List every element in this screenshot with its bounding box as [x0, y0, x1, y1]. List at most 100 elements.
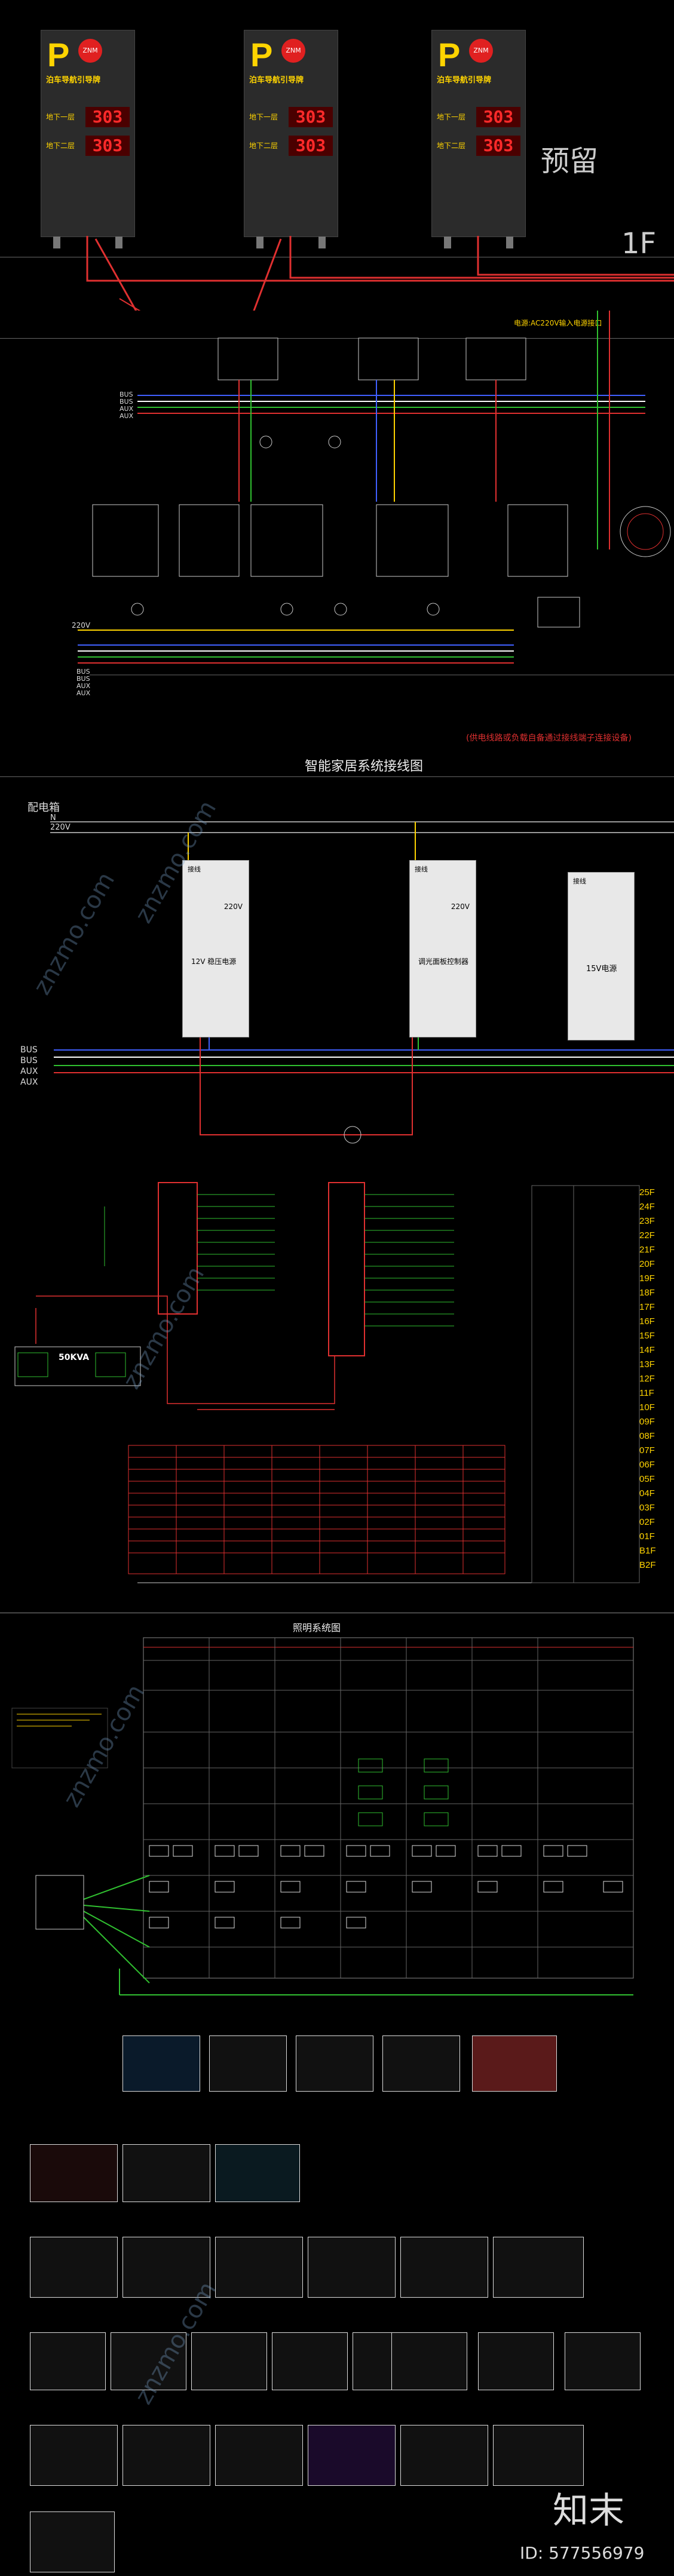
sign-row-value: 303	[85, 107, 130, 127]
section-frame	[0, 338, 674, 775]
sign-row: 地下二层 303	[249, 136, 333, 156]
floor-label: 02F	[639, 1517, 655, 1527]
floor-label: 25F	[639, 1187, 655, 1198]
lighting-diagram	[11, 1637, 634, 1995]
reserved-label: 预留	[541, 145, 599, 178]
drawing-thumbnail[interactable]	[122, 2237, 210, 2298]
drawing-thumbnail[interactable]	[565, 2332, 641, 2390]
brand-logo-icon: ZNM	[469, 39, 493, 63]
drawing-thumbnail[interactable]	[400, 2237, 488, 2298]
drawing-thumbnail[interactable]	[30, 2237, 118, 2298]
brand-logo-icon: ZNM	[78, 39, 102, 63]
parking-letter: P	[250, 36, 273, 73]
floor-label: 08F	[639, 1431, 655, 1441]
module-header: 接线	[573, 877, 586, 885]
floor-label: 18F	[639, 1288, 655, 1298]
drawing-thumbnail[interactable]	[30, 2425, 118, 2486]
parking-sign-2: P ZNM 泊车导航引导牌 地下一层 303 地下二层 303	[244, 30, 338, 248]
neutral-label: N	[50, 813, 56, 822]
sign-row: 地下一层 303	[249, 107, 333, 127]
aux-label: AUX	[120, 412, 134, 420]
drawing-thumbnail[interactable]	[493, 2425, 584, 2486]
floor-label: 11F	[639, 1388, 654, 1398]
floor-label: 21F	[639, 1245, 655, 1255]
drawing-thumbnail[interactable]	[382, 2035, 460, 2092]
drawing-thumbnail[interactable]	[215, 2425, 303, 2486]
drawing-thumbnail[interactable]	[215, 2237, 303, 2298]
sign-row: 地下二层 303	[437, 136, 520, 156]
aux-label: AUX	[76, 689, 91, 697]
riser-section: 50KVA 25F 24F 23F 22F 21F 20F 19F 18F 17…	[0, 1171, 674, 1613]
dimming-controller-module: 接线 220V 调光面板控制器	[409, 860, 476, 1037]
floor-label: 05F	[639, 1474, 655, 1484]
smart-home-title: 智能家居系统接线图	[305, 759, 424, 774]
floor-label: 06F	[639, 1460, 655, 1470]
sign-row: 地下一层 303	[437, 107, 520, 127]
drawing-thumbnail[interactable]	[472, 2035, 557, 2092]
red-note: (供电线路或负载自备通过接线端子连接设备)	[466, 733, 632, 743]
floor-label: 24F	[639, 1202, 655, 1212]
distribution-section: 配电箱 N 220V 接线 220V 12V 稳压电源 接线 220V 调光面板…	[0, 776, 674, 1171]
drawing-thumbnail[interactable]	[30, 2332, 106, 2390]
drawing-thumbnail[interactable]	[122, 2144, 210, 2202]
drawing-thumbnail[interactable]	[400, 2425, 488, 2486]
smart-home-section: 电源:AC220V输入电源接口	[0, 311, 674, 776]
drawing-thumbnail[interactable]	[30, 2511, 115, 2572]
floor-label: 04F	[639, 1488, 655, 1499]
module-voltage: 220V	[223, 902, 243, 911]
brand-logo-icon: ZNM	[281, 39, 305, 63]
drawing-thumbnail[interactable]	[30, 2144, 118, 2202]
floor-label: 14F	[639, 1345, 655, 1355]
parking-sign-section: P ZNM 泊车导航引导牌 地下一层 303 地下二层 303 P ZNM 泊车…	[0, 0, 674, 311]
module-name: 15V电源	[586, 965, 617, 974]
floor-label: 07F	[639, 1445, 655, 1456]
floor-label: 1F	[621, 227, 657, 260]
sign-row-value: 303	[289, 107, 333, 127]
drawing-thumbnail[interactable]	[296, 2035, 373, 2092]
transformer-label: 50KVA	[59, 1353, 90, 1362]
floor-label: 01F	[639, 1531, 655, 1542]
drawing-thumbnail[interactable]	[209, 2035, 287, 2092]
drawing-thumbnail[interactable]	[122, 2425, 210, 2486]
floor-label: 17F	[639, 1302, 655, 1312]
sign-row-label: 地下二层	[249, 142, 278, 150]
drawing-thumbnail[interactable]	[272, 2332, 348, 2390]
sign-title: 泊车导航引导牌	[46, 76, 101, 85]
drawing-thumbnail[interactable]	[191, 2332, 267, 2390]
sign-cabling	[86, 236, 674, 311]
sign-row-label: 地下二层	[437, 142, 466, 150]
power-supply-module: 接线 220V 12V 稳压电源	[182, 860, 249, 1037]
drawing-thumbnail[interactable]	[111, 2332, 186, 2390]
floor-label: 23F	[639, 1216, 655, 1226]
sign-row: 地下二层 303	[46, 136, 130, 156]
floor-label: 10F	[639, 1402, 655, 1413]
aux-label: AUX	[20, 1077, 38, 1087]
lighting-title: 照明系统图	[293, 1622, 341, 1634]
drawing-thumbnail[interactable]	[215, 2144, 300, 2202]
floor-label: 12F	[639, 1374, 655, 1384]
bus-label: BUS	[120, 391, 133, 398]
sign-row-value: 303	[289, 136, 333, 156]
module-voltage: 220V	[451, 902, 470, 911]
lighting-section: 照明系统图	[0, 1613, 674, 2031]
parking-sign-1: P ZNM 泊车导航引导牌 地下一层 303 地下二层 303	[41, 30, 135, 248]
drawing-thumbnail[interactable]	[391, 2332, 467, 2390]
bus-label: BUS	[76, 675, 90, 683]
module-header: 接线	[188, 865, 201, 873]
thumbnail-section: 知末 ID: 577556979	[0, 2031, 674, 2576]
drawing-thumbnail[interactable]	[308, 2237, 396, 2298]
sign-row-label: 地下二层	[46, 142, 75, 150]
drawing-thumbnail[interactable]	[122, 2035, 200, 2092]
section-frame	[0, 776, 674, 1171]
bus-label: BUS	[76, 668, 90, 676]
aux-label: AUX	[120, 405, 134, 413]
module-name: 调光面板控制器	[418, 957, 469, 966]
drawing-thumbnail[interactable]	[308, 2425, 396, 2486]
power-supply-15v-module: 接线 15V电源	[568, 872, 635, 1040]
drawing-thumbnail[interactable]	[493, 2237, 584, 2298]
distribution-box-label: 配电箱	[27, 802, 60, 814]
bus-label: BUS	[120, 398, 133, 406]
floor-label: 15F	[639, 1331, 655, 1341]
sign-row-label: 地下一层	[46, 113, 75, 121]
drawing-thumbnail[interactable]	[478, 2332, 554, 2390]
